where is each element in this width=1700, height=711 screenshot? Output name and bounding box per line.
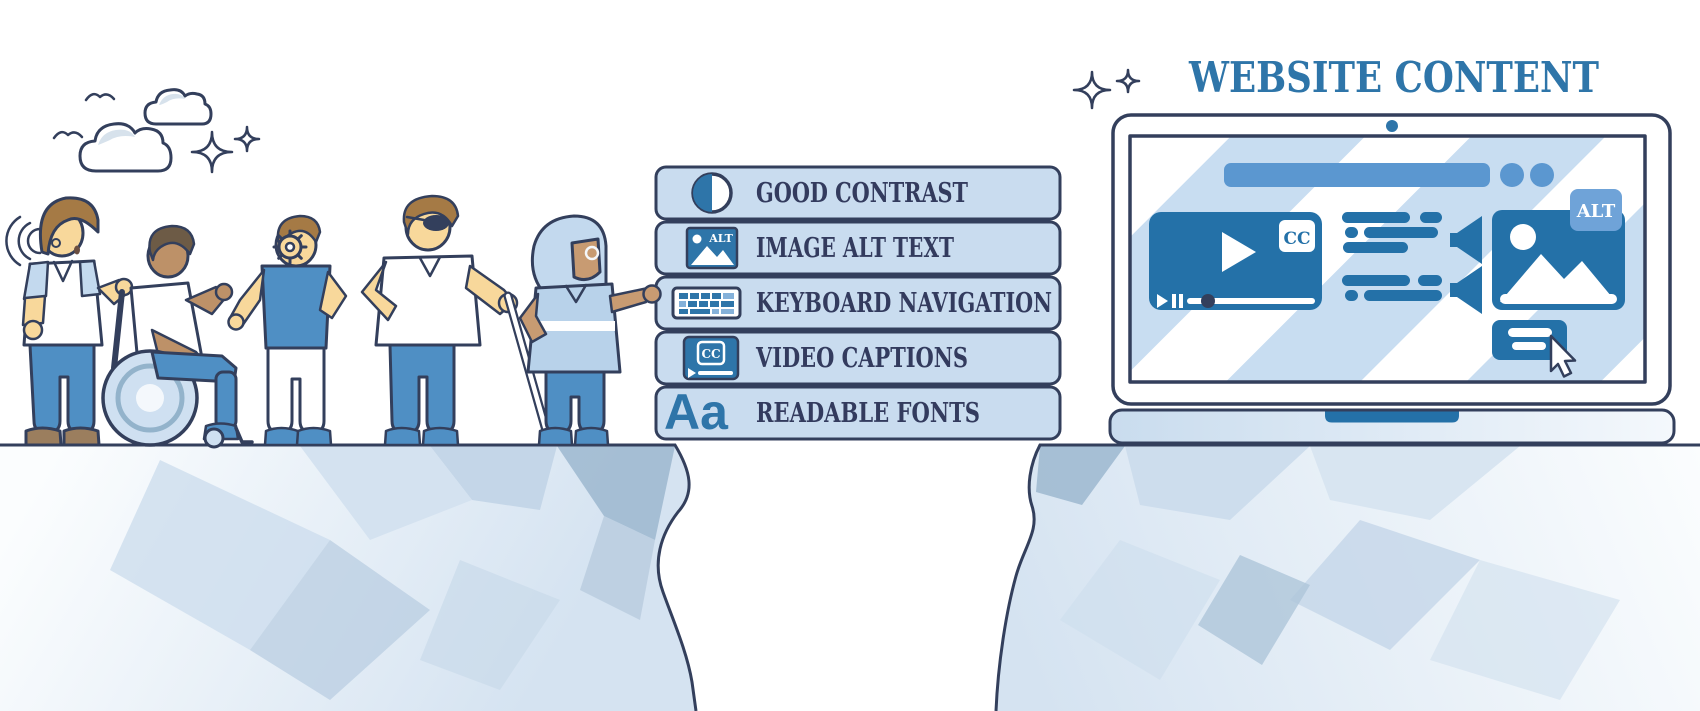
mountain-icon bbox=[1500, 254, 1616, 302]
person-hearing-aid bbox=[5, 196, 134, 447]
action-button bbox=[1492, 320, 1567, 360]
video-player: CC bbox=[1149, 212, 1322, 310]
left-cliff-facets bbox=[110, 446, 675, 700]
readable-fonts-icon: Aa bbox=[664, 384, 729, 440]
laptop: CC bbox=[1108, 113, 1676, 445]
text-lines bbox=[1342, 212, 1442, 301]
sound-wave-icon bbox=[17, 221, 32, 261]
bridge-bar-label: GOOD CONTRAST bbox=[756, 178, 968, 209]
header-dot bbox=[1500, 163, 1524, 187]
person-elderly bbox=[518, 214, 662, 447]
bridge-bar-image-alt-text: ALT IMAGE ALT TEXT bbox=[654, 220, 1062, 276]
alt-badge-text: ALT bbox=[1576, 201, 1616, 222]
image-placeholder bbox=[1492, 210, 1625, 310]
video-captions-icon: CC bbox=[682, 335, 740, 381]
right-cliff-facets bbox=[1036, 446, 1620, 700]
cursor-icon bbox=[1549, 334, 1577, 378]
webcam-dot bbox=[1386, 120, 1398, 132]
bridge-bar-label: IMAGE ALT TEXT bbox=[756, 233, 954, 264]
person-wheelchair bbox=[101, 224, 254, 449]
bird-icon bbox=[52, 130, 84, 140]
hearing-aid-icon bbox=[51, 238, 61, 248]
keyboard-icon bbox=[671, 286, 742, 320]
wheelchair-backrest bbox=[111, 289, 125, 371]
alt-badge: ALT bbox=[1570, 189, 1622, 231]
bridge-bar-label: KEYBOARD NAVIGATION bbox=[756, 288, 1052, 319]
cc-badge-text: CC bbox=[1283, 229, 1310, 249]
image-alt-icon: ALT bbox=[685, 226, 739, 270]
bridge-bar-readable-fonts: Aa READABLE FONTS bbox=[654, 384, 1062, 441]
cloud-icon bbox=[78, 122, 173, 173]
sound-wave-icon bbox=[5, 215, 22, 267]
people-group bbox=[5, 194, 662, 449]
glasses-icon bbox=[584, 245, 600, 261]
laptop-base bbox=[1108, 408, 1676, 445]
person-cognitive-gear bbox=[227, 214, 348, 447]
cc-badge-text: CC bbox=[701, 347, 720, 361]
page-title: WEBSITE CONTENT bbox=[1188, 53, 1599, 102]
hinge-notch bbox=[1325, 411, 1459, 423]
right-cliff bbox=[994, 443, 1700, 711]
cloud-shading bbox=[159, 93, 185, 105]
title-sparkles bbox=[1072, 68, 1141, 110]
cloud-shading bbox=[98, 129, 135, 145]
sunglasses-icon bbox=[423, 215, 449, 231]
bridge-bar-video-captions: CC VIDEO CAPTIONS bbox=[654, 330, 1062, 386]
wheelchair-footrest bbox=[234, 426, 254, 444]
sky-decorations bbox=[52, 88, 261, 174]
play-icon bbox=[1222, 232, 1256, 272]
cloud-icon bbox=[143, 88, 213, 126]
bridge-bar-label: READABLE FONTS bbox=[756, 398, 980, 429]
bridge-bar-label: VIDEO CAPTIONS bbox=[755, 343, 968, 374]
alt-badge-text: ALT bbox=[708, 232, 733, 245]
sparkle-icon bbox=[233, 125, 261, 153]
sound-wave-icon bbox=[26, 227, 42, 255]
bridge-bar-keyboard-navigation: KEYBOARD NAVIGATION bbox=[654, 275, 1062, 331]
browser-header-bar bbox=[1224, 163, 1490, 187]
wheelchair-caster bbox=[203, 427, 225, 449]
header-dot bbox=[1530, 163, 1554, 187]
contrast-icon bbox=[691, 172, 733, 214]
gear-icon bbox=[272, 229, 308, 265]
accessibility-bridge: GOOD CONTRAST ALT IMAGE ALT TEXT bbox=[654, 165, 1062, 441]
bridge-bar-good-contrast: GOOD CONTRAST bbox=[654, 165, 1062, 221]
mini-play-icon bbox=[1157, 294, 1168, 308]
bird-icon bbox=[84, 92, 116, 102]
speaker-icon bbox=[1450, 216, 1482, 264]
speaker-icon bbox=[1450, 266, 1482, 314]
cc-badge bbox=[1279, 220, 1315, 252]
left-cliff bbox=[0, 443, 698, 711]
screen-content: CC bbox=[1149, 163, 1625, 378]
sparkle-icon bbox=[190, 130, 234, 174]
sparkle-icon bbox=[1115, 68, 1141, 94]
sparkle-icon bbox=[1072, 70, 1112, 110]
scrubber-dot bbox=[1201, 294, 1215, 308]
